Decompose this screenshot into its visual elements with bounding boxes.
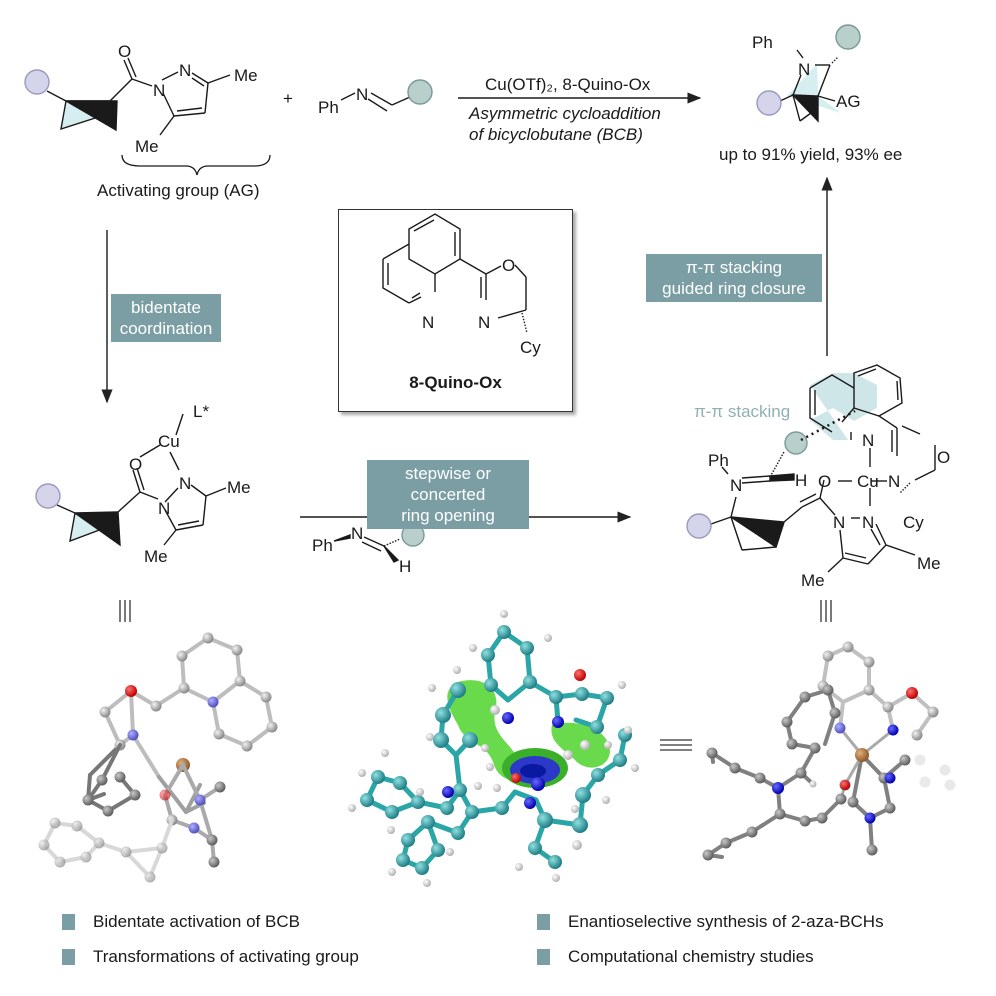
atom-n2: N [179,61,191,80]
atom-n2: N [179,474,191,493]
atom-o: O [818,472,831,491]
r1-sphere [35,483,61,509]
ligand-box: 8-Quino-Ox [338,209,573,412]
label-me-top: Me [234,66,258,85]
ligand-name: 8-Quino-Ox [409,373,502,392]
r2-sphere [835,24,861,50]
atom-n-imine: N [730,476,742,495]
atom-o: O [118,42,131,61]
3d-model-right [702,641,956,861]
equiv-left [119,600,131,622]
label-ph: Ph [318,98,339,117]
r2-sphere [407,79,433,105]
step-line: coordination [119,319,213,338]
step-line: stepwise or concerted [405,464,491,504]
3d-model-nci [348,610,639,887]
legend-item: Computational chemistry studies [537,947,814,967]
3d-model-left [38,632,278,883]
legend-bullet-icon [62,949,75,965]
legend-bullet-icon [537,914,550,930]
atom-h: H [795,471,807,490]
conditions-reagents: Cu(OTf)₂, 8-Quino-Ox [485,75,651,94]
atom-o: O [129,455,142,474]
legend-text: Bidentate activation of BCB [93,912,300,931]
ag-label: Activating group (AG) [97,181,260,200]
label-me-right: Me [917,554,941,573]
legend-bullet-icon [537,949,550,965]
aza-bch-product [756,24,861,123]
atom-n2: N [862,513,874,532]
atom-n: N [356,85,368,104]
r1-sphere [756,90,782,116]
r1-sphere [24,69,50,95]
label-ag: AG [836,92,861,111]
bcb-reactant [24,57,231,136]
label-ph: Ph [752,33,773,52]
legend-text: Computational chemistry studies [568,947,814,966]
atom-n: N [351,524,363,543]
atom-n1: N [158,499,170,518]
conditions-desc-1: Asymmetric cycloaddition [468,104,661,123]
label-me-left: Me [801,571,825,590]
legend-text: Enantioselective synthesis of 2-aza-BCHs [568,912,884,931]
step-line: guided ring closure [662,279,806,298]
legend-item: Bidentate activation of BCB [62,912,300,932]
legend-item: Enantioselective synthesis of 2-aza-BCHs [537,912,884,932]
pi-stacking-label: π-π stacking [694,402,790,421]
step-line: π-π stacking [685,258,783,277]
atom-h: H [399,557,411,576]
step-box-ring-opening: stepwise or concerted ring opening [367,460,529,529]
legend-item: Transformations of activating group [62,947,359,967]
label-ph: Ph [312,536,333,555]
atom-o-oxazoline: O [937,448,950,467]
atom-n1: N [153,81,165,100]
result-text: up to 91% yield, 93% ee [719,145,902,164]
step-box-bidentate: bidentate coordination [111,294,221,342]
equiv-middle [660,739,692,751]
step-line: ring opening [401,506,495,525]
imine-reagent [333,523,425,563]
atom-n-oxazoline: N [888,472,900,491]
ag-brace [121,154,271,176]
legend-text: Transformations of activating group [93,947,359,966]
pi-stacking-complex [686,364,936,573]
label-ph: Ph [708,451,729,470]
atom-n1: N [833,513,845,532]
label-me-bottom: Me [135,137,159,156]
atom-cu: Cu [158,432,180,451]
plus-sign: + [283,89,293,108]
label-l-star: L* [193,402,209,421]
imine-reactant [340,79,433,112]
conditions-desc-2: of bicyclobutane (BCB) [469,125,643,144]
cu-bcb-complex [35,413,227,547]
step-line: bidentate [131,298,201,317]
atom-n-quinoline: N [862,431,874,450]
atom-n: N [798,60,810,79]
step-box-ring-closure: π-π stacking guided ring closure [646,254,822,302]
atom-cu: Cu [857,472,879,491]
legend-bullet-icon [62,914,75,930]
r2-sphere [784,431,808,455]
label-me-bottom: Me [144,547,168,566]
equiv-right [820,600,832,622]
label-cy: Cy [903,513,924,532]
r1-sphere [686,513,712,539]
label-me-top: Me [227,478,251,497]
